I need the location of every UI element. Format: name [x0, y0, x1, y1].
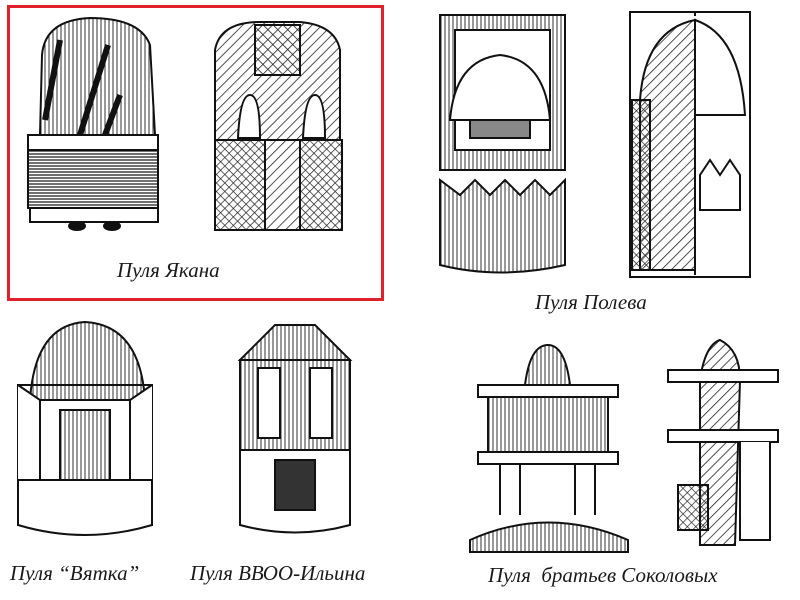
polev-bullet-section — [629, 11, 751, 278]
caption-vvoo-ilyin: Пуля ВВОО-Ильина — [190, 561, 366, 585]
polev-bullet-exterior — [439, 14, 566, 274]
caption-yakan: Пуля Якана — [117, 258, 220, 282]
sokolov-bullet-exterior — [469, 343, 629, 553]
vvoo-ilyin-bullet — [237, 324, 353, 534]
caption-vyatka: Пуля “Вятка” — [10, 561, 140, 585]
caption-polev: Пуля Полева — [535, 290, 647, 314]
yakan-bullet-exterior — [27, 16, 159, 231]
highlight-box — [7, 5, 384, 301]
caption-sokolov: Пуля братьев Соколовых — [488, 563, 718, 587]
yakan-bullet-section — [214, 21, 343, 231]
sokolov-bullet-section — [667, 338, 779, 546]
vyatka-bullet — [17, 320, 153, 536]
